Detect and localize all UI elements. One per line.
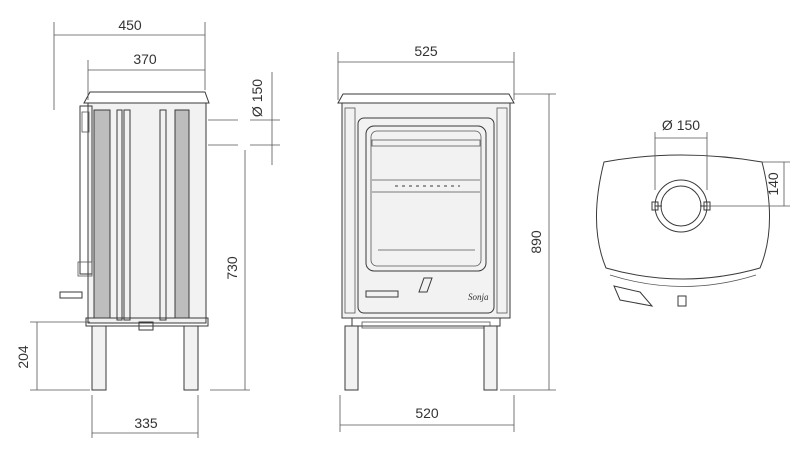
front-body [341, 102, 511, 319]
front-logo: Sonja [468, 292, 489, 302]
side-panel-dark-right [174, 109, 190, 319]
front-leg-right [483, 325, 498, 391]
top-flue-tab-left [651, 201, 659, 211]
side-back-panel [79, 105, 93, 275]
top-knob [677, 295, 687, 307]
top-view [595, 154, 771, 307]
side-panel-strip-1 [116, 109, 123, 321]
front-top-plate [337, 93, 515, 104]
dim-side-width-overall: 450 [118, 17, 142, 33]
front-door-handle [418, 277, 433, 293]
dim-top-flue-diameter: Ø 150 [662, 117, 700, 133]
side-bottom-knob [138, 321, 154, 331]
dim-side-leg-height: 204 [15, 345, 31, 369]
side-back-lower [77, 261, 93, 277]
front-bottom-tray [361, 321, 491, 329]
front-glass-inner [370, 130, 482, 267]
front-dimensions: 525 890 520 [337, 43, 556, 432]
side-panel-dark-left [93, 109, 111, 319]
dim-front-leg-span: 520 [415, 405, 439, 421]
side-dimensions: 450 370 Ø 150 730 204 335 [15, 17, 280, 438]
dim-front-height-overall: 890 [528, 230, 544, 254]
dim-side-flue-height: 730 [224, 256, 240, 280]
side-top-plate [83, 91, 210, 104]
dim-top-flue-offset: 140 [765, 172, 781, 196]
top-handle [613, 285, 654, 307]
top-flue-outer [654, 179, 708, 233]
side-handle [59, 291, 83, 299]
side-panel-strip-3 [159, 109, 167, 321]
front-panel-left [344, 107, 356, 314]
front-glass [365, 125, 487, 272]
front-ash-handle [365, 290, 399, 298]
top-dimensions: Ø 150 140 [654, 117, 790, 207]
front-door [357, 117, 495, 314]
dim-front-width-top: 525 [414, 43, 438, 59]
front-view: Sonja [337, 93, 515, 391]
top-body-outline [595, 154, 771, 280]
front-panel-right [496, 107, 508, 314]
side-panel-strip-2 [123, 109, 131, 321]
front-leg-left [344, 325, 359, 391]
side-back-panel-inner [81, 111, 90, 133]
dim-side-width-top: 370 [133, 51, 157, 67]
top-flue-inner [660, 185, 702, 227]
dim-side-leg-span: 335 [134, 415, 158, 431]
side-leg-right [183, 325, 199, 391]
front-firebox-top [371, 139, 481, 147]
side-view [59, 91, 238, 391]
top-front-edge [609, 274, 757, 287]
dim-side-flue-diameter: Ø 150 [249, 79, 265, 117]
front-base [351, 317, 501, 327]
side-leg-left [91, 325, 107, 391]
